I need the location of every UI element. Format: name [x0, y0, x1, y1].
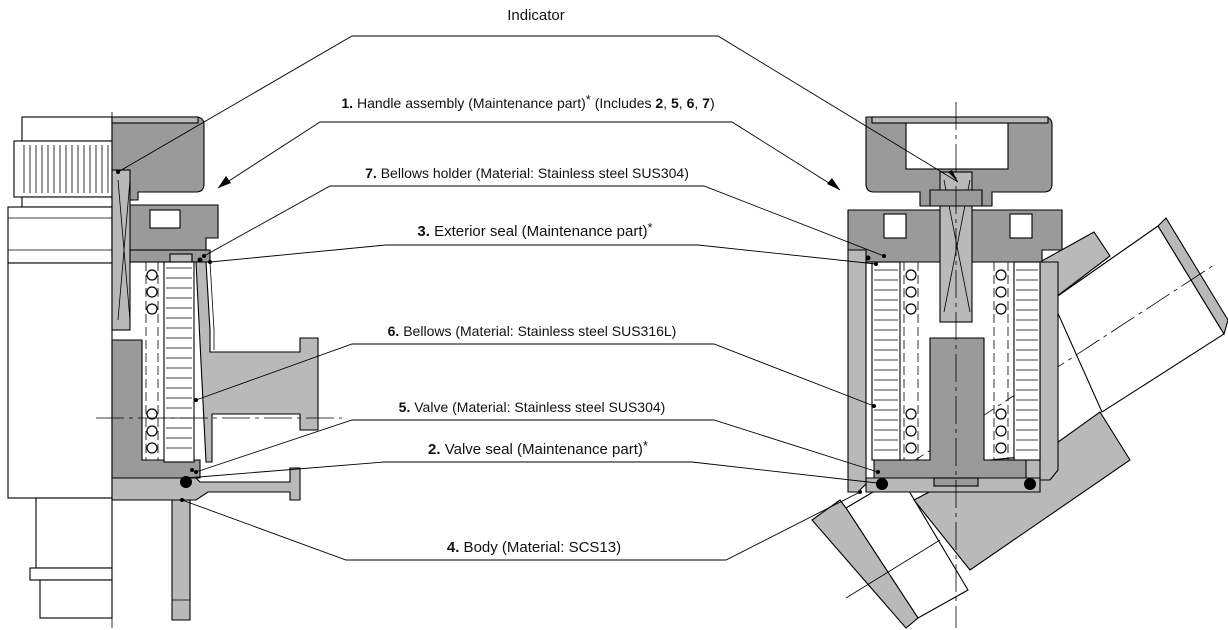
leader-lines: [116, 35, 959, 561]
left-valve-bellows: [163, 261, 195, 463]
right-valve-bellows: [871, 261, 1041, 461]
left-angle-valve: [7, 112, 342, 628]
label-handle-assembly: 1. Handle assembly (Maintenance part)* (…: [341, 92, 714, 111]
left-valve-spring-coils: [146, 269, 158, 454]
right-valve-spring-coils: [905, 269, 1007, 454]
left-valve-section-half: [111, 116, 319, 621]
label-bellows-holder: 7. Bellows holder (Material: Stainless s…: [365, 165, 689, 181]
label-valve: 5. Valve (Material: Stainless steel SUS3…: [399, 399, 666, 415]
label-valve-seal: 2. Valve seal (Maintenance part)*: [428, 438, 648, 458]
left-valve-exterior-half: [7, 116, 113, 619]
label-body: 4. Body (Material: SCS13): [447, 539, 621, 556]
left-valve-seal-oring: [180, 476, 192, 488]
right-inline-valve: [811, 102, 1228, 629]
indicator-label: Indicator: [507, 7, 565, 24]
label-exterior-seal: 3. Exterior seal (Maintenance part)*: [417, 220, 652, 240]
callout-labels: Indicator 1. Handle assembly (Maintenanc…: [341, 7, 714, 556]
label-bellows: 6. Bellows (Material: Stainless steel SU…: [388, 323, 677, 339]
